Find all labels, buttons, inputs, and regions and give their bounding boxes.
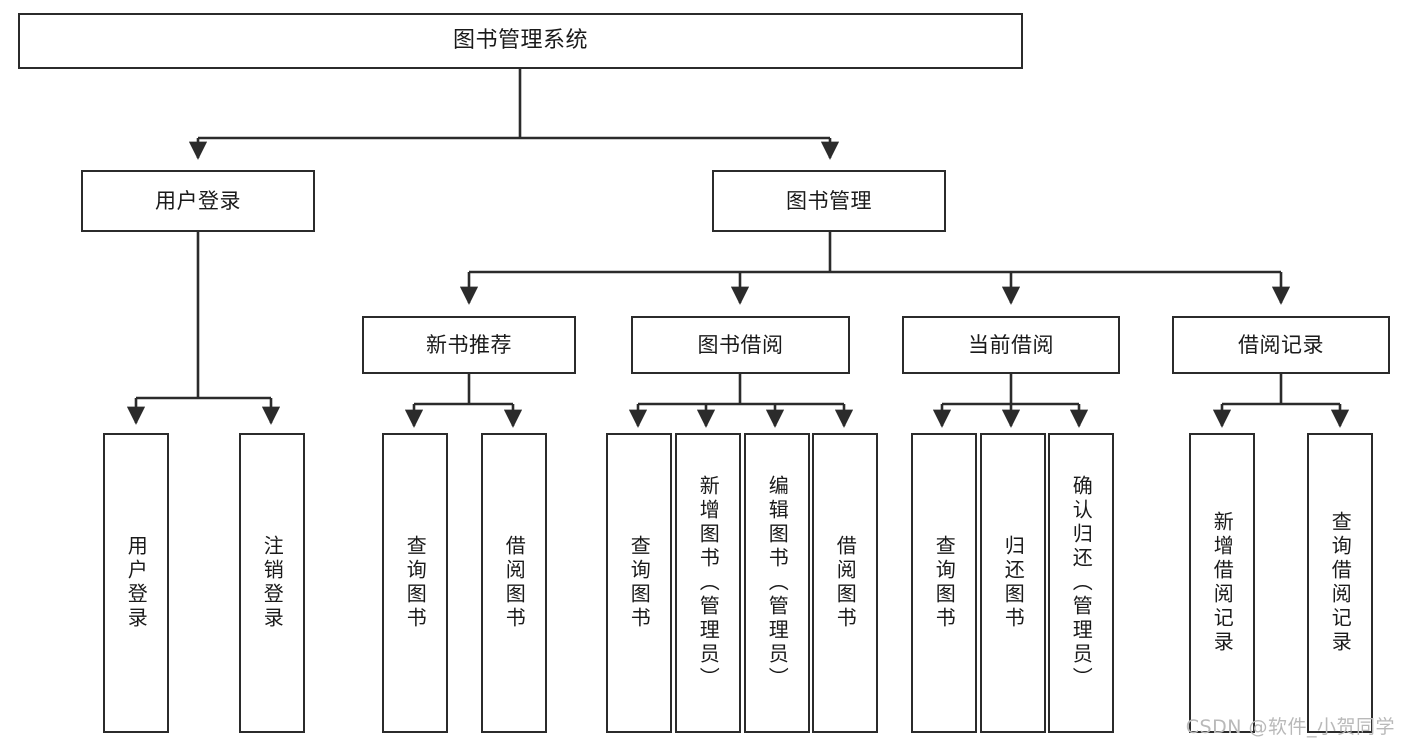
node-label: 图书借阅 xyxy=(697,332,784,357)
node-leaf-query-book-1[interactable]: 查询图书 xyxy=(382,433,448,733)
node-label: 编辑图书（管理员） xyxy=(765,475,790,691)
node-leaf-borrow-book-2[interactable]: 借阅图书 xyxy=(812,433,878,733)
node-label: 归还图书 xyxy=(1001,535,1026,631)
node-label: 查询图书 xyxy=(932,535,957,631)
node-label: 用户登录 xyxy=(155,188,241,213)
node-label: 新书推荐 xyxy=(426,332,512,357)
node-leaf-edit-book[interactable]: 编辑图书（管理员） xyxy=(744,433,810,733)
node-current-borrowing[interactable]: 当前借阅 xyxy=(902,316,1120,374)
node-label: 注销登录 xyxy=(260,535,285,631)
node-label: 新增借阅记录 xyxy=(1210,511,1235,655)
node-label: 当前借阅 xyxy=(968,332,1054,357)
node-label: 用户登录 xyxy=(124,535,149,631)
node-label: 查询图书 xyxy=(403,535,428,631)
node-book-management[interactable]: 图书管理 xyxy=(712,170,946,232)
node-borrowing-record[interactable]: 借阅记录 xyxy=(1172,316,1390,374)
node-leaf-confirm-return[interactable]: 确认归还（管理员） xyxy=(1048,433,1114,733)
node-label: 借阅记录 xyxy=(1238,332,1324,357)
node-root-book-management-system[interactable]: 图书管理系统 xyxy=(18,13,1023,69)
node-leaf-return-book[interactable]: 归还图书 xyxy=(980,433,1046,733)
node-label: 查询图书 xyxy=(627,535,652,631)
node-user-login[interactable]: 用户登录 xyxy=(81,170,315,232)
node-book-borrowing[interactable]: 图书借阅 xyxy=(631,316,850,374)
node-leaf-add-book[interactable]: 新增图书（管理员） xyxy=(675,433,741,733)
node-label: 图书管理 xyxy=(786,188,872,213)
node-label: 借阅图书 xyxy=(502,535,527,631)
node-leaf-query-record[interactable]: 查询借阅记录 xyxy=(1307,433,1373,733)
node-label: 新增图书（管理员） xyxy=(696,475,721,691)
node-leaf-borrow-book-1[interactable]: 借阅图书 xyxy=(481,433,547,733)
node-new-book-recommendation[interactable]: 新书推荐 xyxy=(362,316,576,374)
node-leaf-query-book-3[interactable]: 查询图书 xyxy=(911,433,977,733)
node-label: 图书管理系统 xyxy=(452,28,588,54)
node-leaf-query-book-2[interactable]: 查询图书 xyxy=(606,433,672,733)
node-leaf-user-login[interactable]: 用户登录 xyxy=(103,433,169,733)
node-label: 借阅图书 xyxy=(833,535,858,631)
node-label: 查询借阅记录 xyxy=(1328,511,1353,655)
node-leaf-logout[interactable]: 注销登录 xyxy=(239,433,305,733)
node-label: 确认归还（管理员） xyxy=(1069,475,1094,691)
node-leaf-add-record[interactable]: 新增借阅记录 xyxy=(1189,433,1255,733)
